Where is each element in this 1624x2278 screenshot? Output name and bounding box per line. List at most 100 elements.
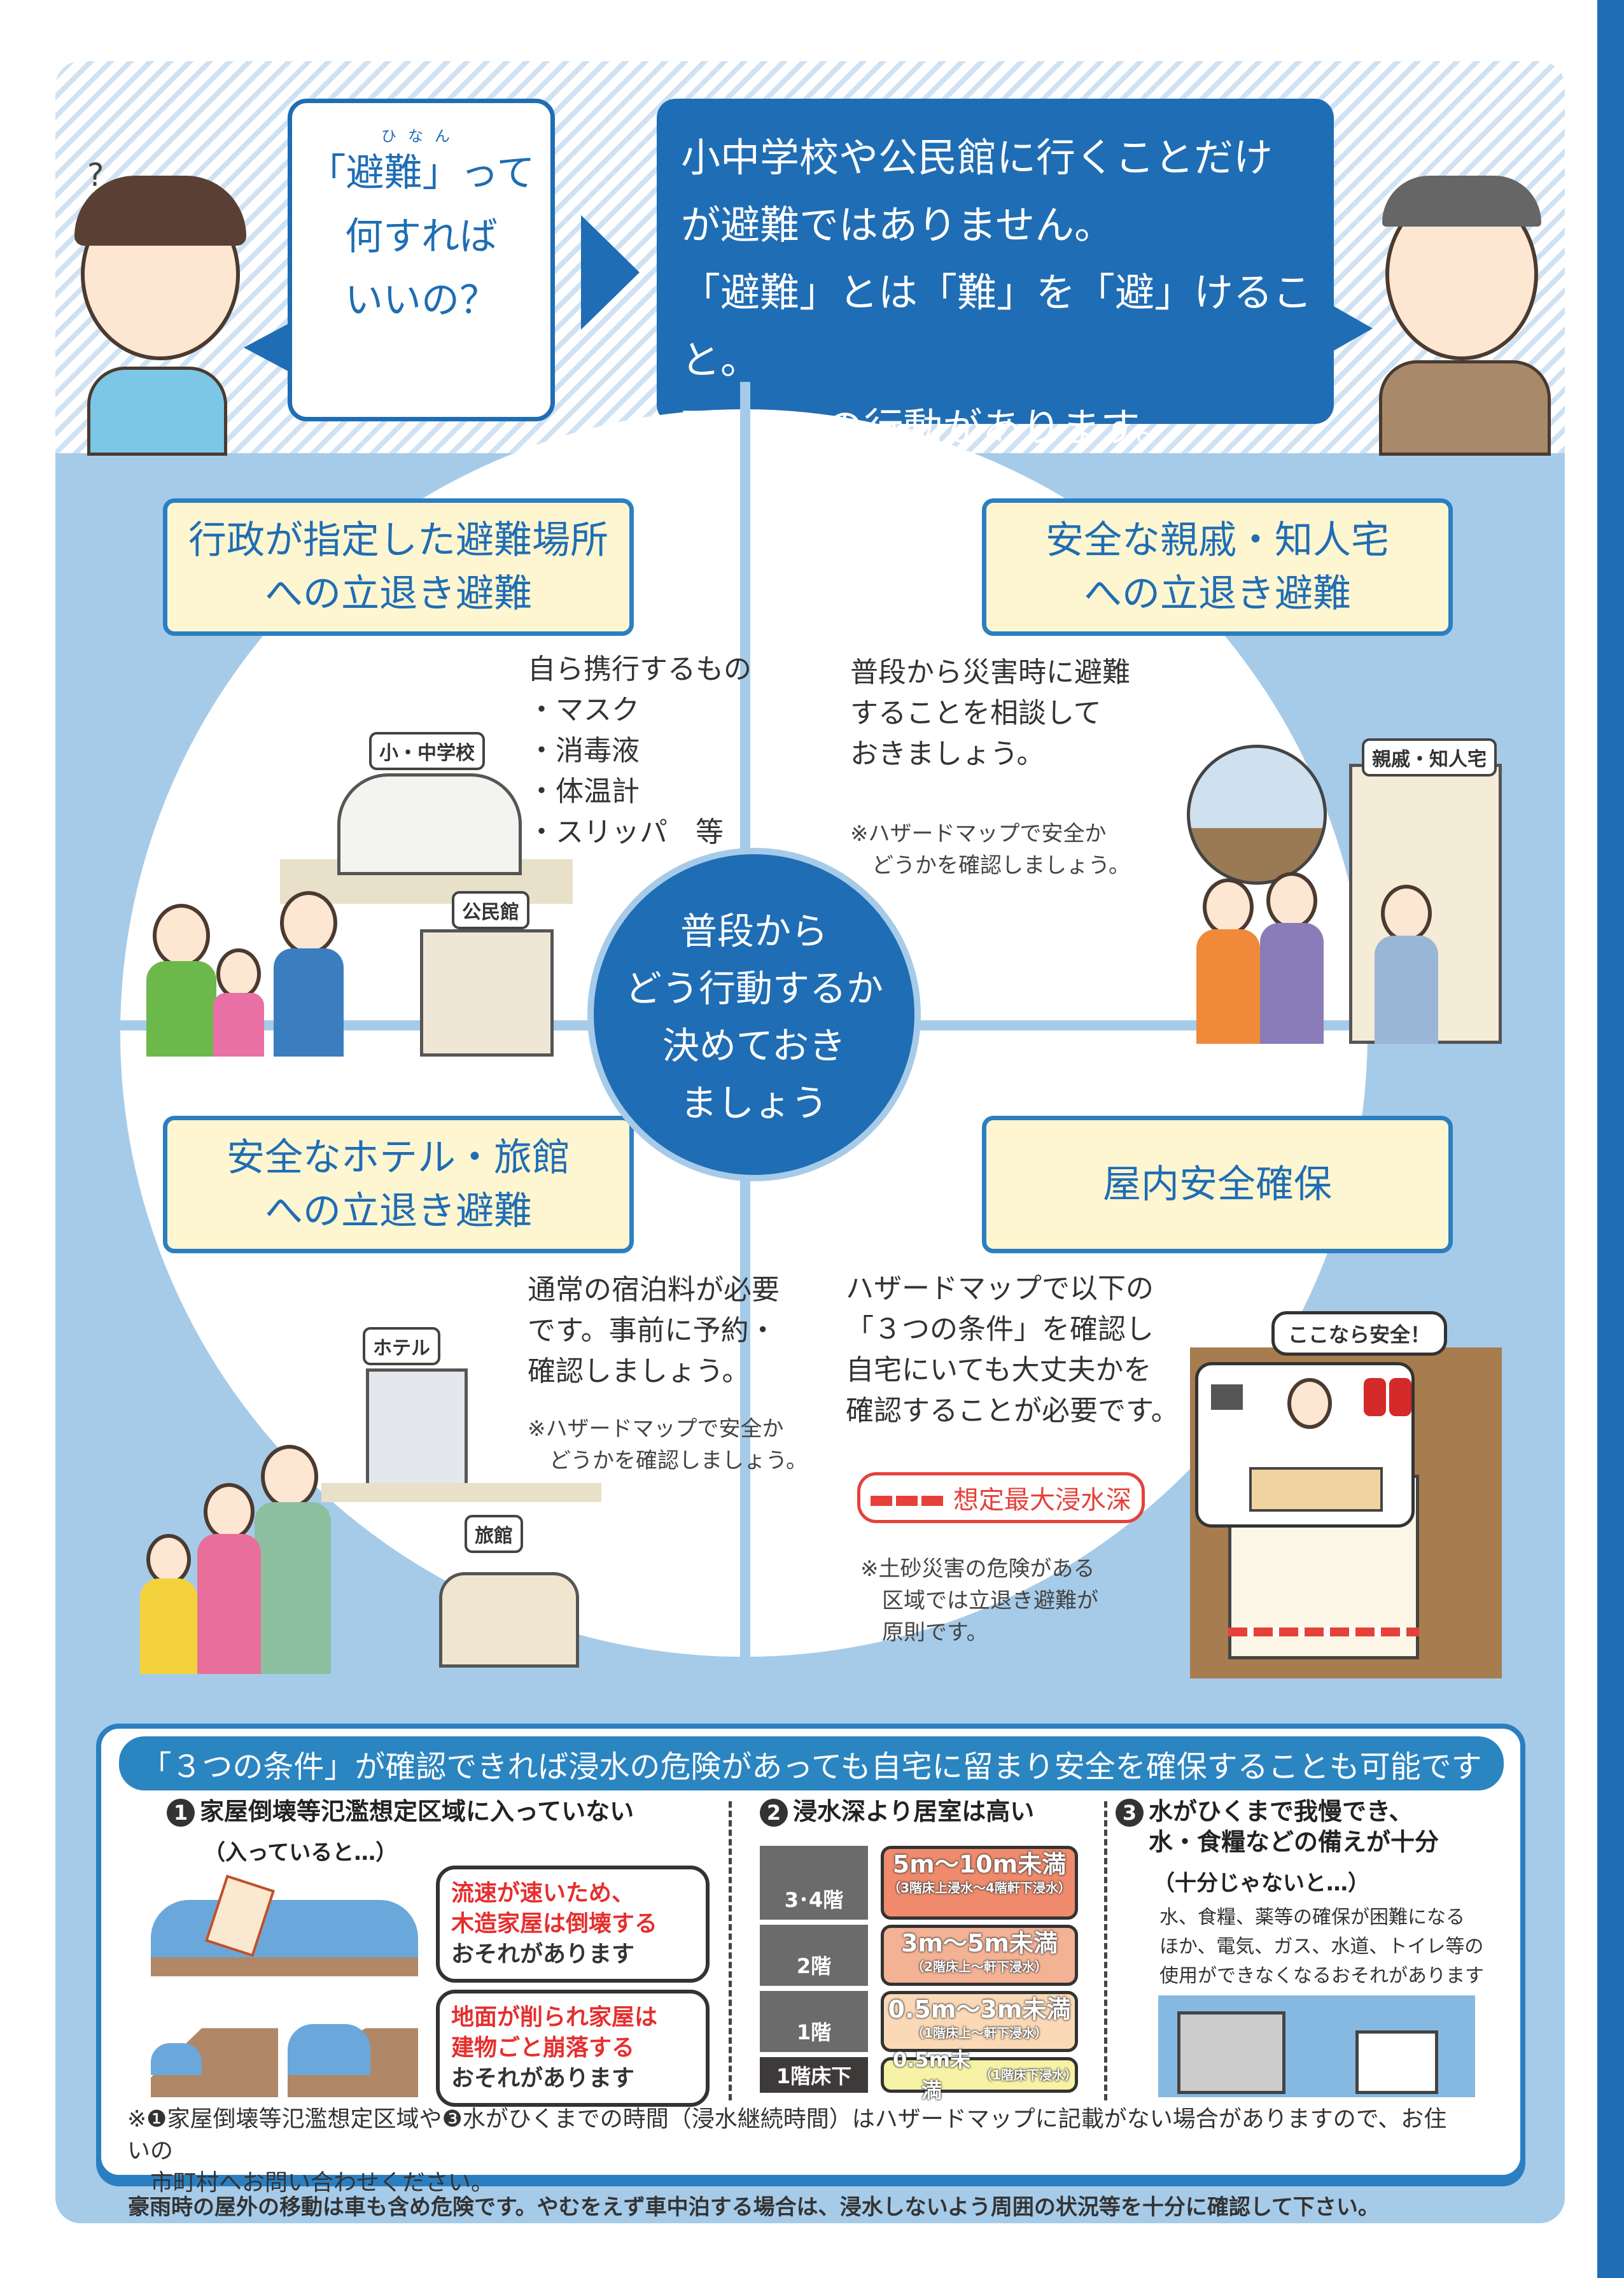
body-line: 通常の宿泊料が必要 [528,1274,780,1306]
center-line: 普段から [680,910,828,953]
legend-label: 想定最大浸水深 [953,1486,1131,1515]
quadrant-title-shelter: 行政が指定した避難場所 への立退き避難 [163,498,634,636]
body-line: 水、食糧、薬等の確保が困難になる [1159,1906,1465,1929]
erosion-illustration [151,1999,418,2097]
answer-line: が避難ではありません。 [681,202,1114,248]
body-line: ほか、電気、ガス、水道、トイレ等の [1159,1936,1484,1958]
center-line: 決めておき [662,1024,846,1067]
hotel-text: 通常の宿泊料が必要 です。事前に予約・ 確認しましょう。 [528,1270,780,1392]
warning-line: 木造家屋は倒壊する [451,1911,658,1937]
body-line: 普段から災害時に避難 [850,656,1130,689]
condition-3-body: 水、食糧、薬等の確保が困難になる ほか、電気、ガス、水道、トイレ等の 使用ができ… [1159,1903,1484,1991]
body-line: です。事前に予約・ [528,1314,777,1347]
question-bubble-tail [244,322,291,373]
warning-line: 建物ごと崩落する [451,2035,635,2061]
title-text: 水がひくまで我慢でき、 [1149,1797,1413,1825]
depth-label: 3m～5m未満 （2階床上～軒下浸水） [881,1925,1078,1986]
question-line: 「避難」って [307,151,535,195]
depth-range: 5m～10m未満 [892,1850,1067,1878]
floor-label: 3･4階 [760,1846,868,1920]
family-illustration [140,891,356,1057]
note-line: どうかを確認しましょう。 [528,1448,808,1473]
landslide-thought-illustration [1187,745,1327,885]
relatives-text: 普段から災害時に避難 することを相談して おきましょう。 [850,652,1130,775]
depth-range: 0.5m未満 [893,2048,971,2102]
title-line: への立退き避難 [265,572,532,616]
relatives-family-illustration [1196,872,1476,1044]
note-line: 区域では立退き避難が [860,1588,1098,1614]
floor-label: 2階 [760,1925,868,1986]
floor-label: 1階 [760,1991,868,2052]
number-badge: 3 [1116,1799,1144,1827]
title-line: 安全なホテル・旅館 [227,1135,570,1180]
list-item: ・マスク [528,694,640,726]
footnote-line: ※❶家屋倒壊等氾濫想定区域や❸水がひくまでの時間（浸水継続時間）はハザードマップ… [127,2106,1447,2164]
body-line: 使用ができなくなるおそれがあります [1159,1965,1484,1987]
depth-detail: （1階床下浸水） [979,2067,1077,2083]
erosion-warning-bubble: 地面が削られ家屋は 建物ごと崩落する おそれがあります [436,1990,710,2107]
relatives-house-label: 親戚・知人宅 [1362,738,1497,777]
depth-range: 3m～5m未満 [900,1929,1058,1957]
title-text: 浸水深より居室は高い [793,1797,1035,1825]
number-badge: 2 [760,1799,788,1827]
center-line: どう行動するか [624,967,883,1010]
emergency-bag-icon [1364,1378,1386,1416]
arrow-right-icon [581,215,640,330]
note-line: ※ハザードマップで安全か [528,1416,784,1442]
relatives-note: ※ハザードマップで安全か どうかを確認しましょう。 [850,818,1130,882]
flood-depth-floors-diagram: 3･4階 5m～10m未満 （3階床上浸水～4階軒下浸水） 2階 3m～5m未満 （2階床… [760,1846,1084,2102]
indoor-note: ※土砂災害の危険がある 区域では立退き避難が 原則です。 [860,1553,1098,1649]
title-line: 行政が指定した避難場所 [188,518,608,563]
depth-detail: （1階床上～軒下浸水） [911,2025,1047,2041]
column-divider [1104,1801,1107,2100]
shelter-items-list: 自ら携行するもの ・マスク ・消毒液 ・体温計 ・スリッパ 等 [528,649,752,853]
radio-icon [1211,1384,1243,1410]
question-ruby: ひなん [381,127,461,145]
safe-speech-bubble: ここなら安全！ [1271,1311,1447,1356]
note-line: どうかを確認しましょう。 [850,853,1130,878]
max-flood-depth-legend: 想定最大浸水深 [857,1472,1145,1523]
title-line: 安全な親戚・知人宅 [1046,518,1389,563]
boy-shirt [87,367,227,456]
footnote-line: 市町村へお問い合わせください。 [127,2170,494,2196]
body-line: 確認しましょう。 [528,1355,750,1388]
list-item: ・消毒液 [528,735,640,767]
list-item: ・体温計 [528,775,640,808]
emergency-bag-icon [1389,1378,1411,1416]
note-line: 原則です。 [860,1620,988,1645]
question-bubble: ひなん 「避難」って 何すれば いいの？ [288,99,555,421]
number-badge: 1 [167,1799,195,1827]
title-line: への立退き避難 [1084,572,1351,616]
question-line: いいの？ [345,278,498,323]
center-message: 普段から どう行動するか 決めておき ましょう [587,848,921,1181]
body-line: 「３つの条件」を確認し [846,1313,1154,1346]
depth-detail: （2階床上～軒下浸水） [911,1959,1047,1974]
indoor-text: ハザードマップで以下の 「３つの条件」を確認し 自宅にいても大丈夫かを 確認する… [846,1269,1179,1431]
family-planning-illustration [1195,1362,1415,1528]
depth-detail: （3階床上浸水～4階軒下浸水） [888,1880,1071,1895]
depth-label: 0.5m～3m未満（1階床上～軒下浸水） [881,1991,1078,2052]
community-center-label: 公民館 [452,891,529,929]
body-line: 確認することが必要です。 [846,1395,1179,1427]
title-text: 家屋倒壊等氾濫想定区域に入っていない [200,1797,634,1825]
collapse-warning-bubble: 流速が速いため、 木造家屋は倒壊する おそれがあります [436,1866,710,1983]
hotel-building-illustration [366,1368,468,1496]
conditions-header: 「３つの条件」が確認できれば浸水の危険があっても自宅に留まり安全を確保することも… [119,1736,1504,1790]
school-building-illustration [337,773,522,875]
school-label: 小・中学校 [369,732,485,770]
footnote: ※❶家屋倒壊等氾濫想定区域や❸水がひくまでの時間（浸水継続時間）はハザードマップ… [127,2104,1464,2199]
question-mark-icon: ? [87,157,104,193]
list-item: ・スリッパ 等 [528,816,724,848]
list-heading: 自ら携行するもの [528,653,752,686]
depth-label: 0.5m未満 （1階床下浸水） [881,2048,1078,2102]
floor-label: 1階床下 [760,2057,868,2093]
answer-line: 「避難」とは「難」を「避」けること。 [681,269,1313,383]
condition-1-sub: （入っていると…） [204,1840,398,1866]
ryokan-illustration [439,1572,579,1668]
house-collapse-illustration [151,1874,418,1976]
center-line: ましょう [680,1081,828,1125]
man-suit [1379,360,1551,456]
